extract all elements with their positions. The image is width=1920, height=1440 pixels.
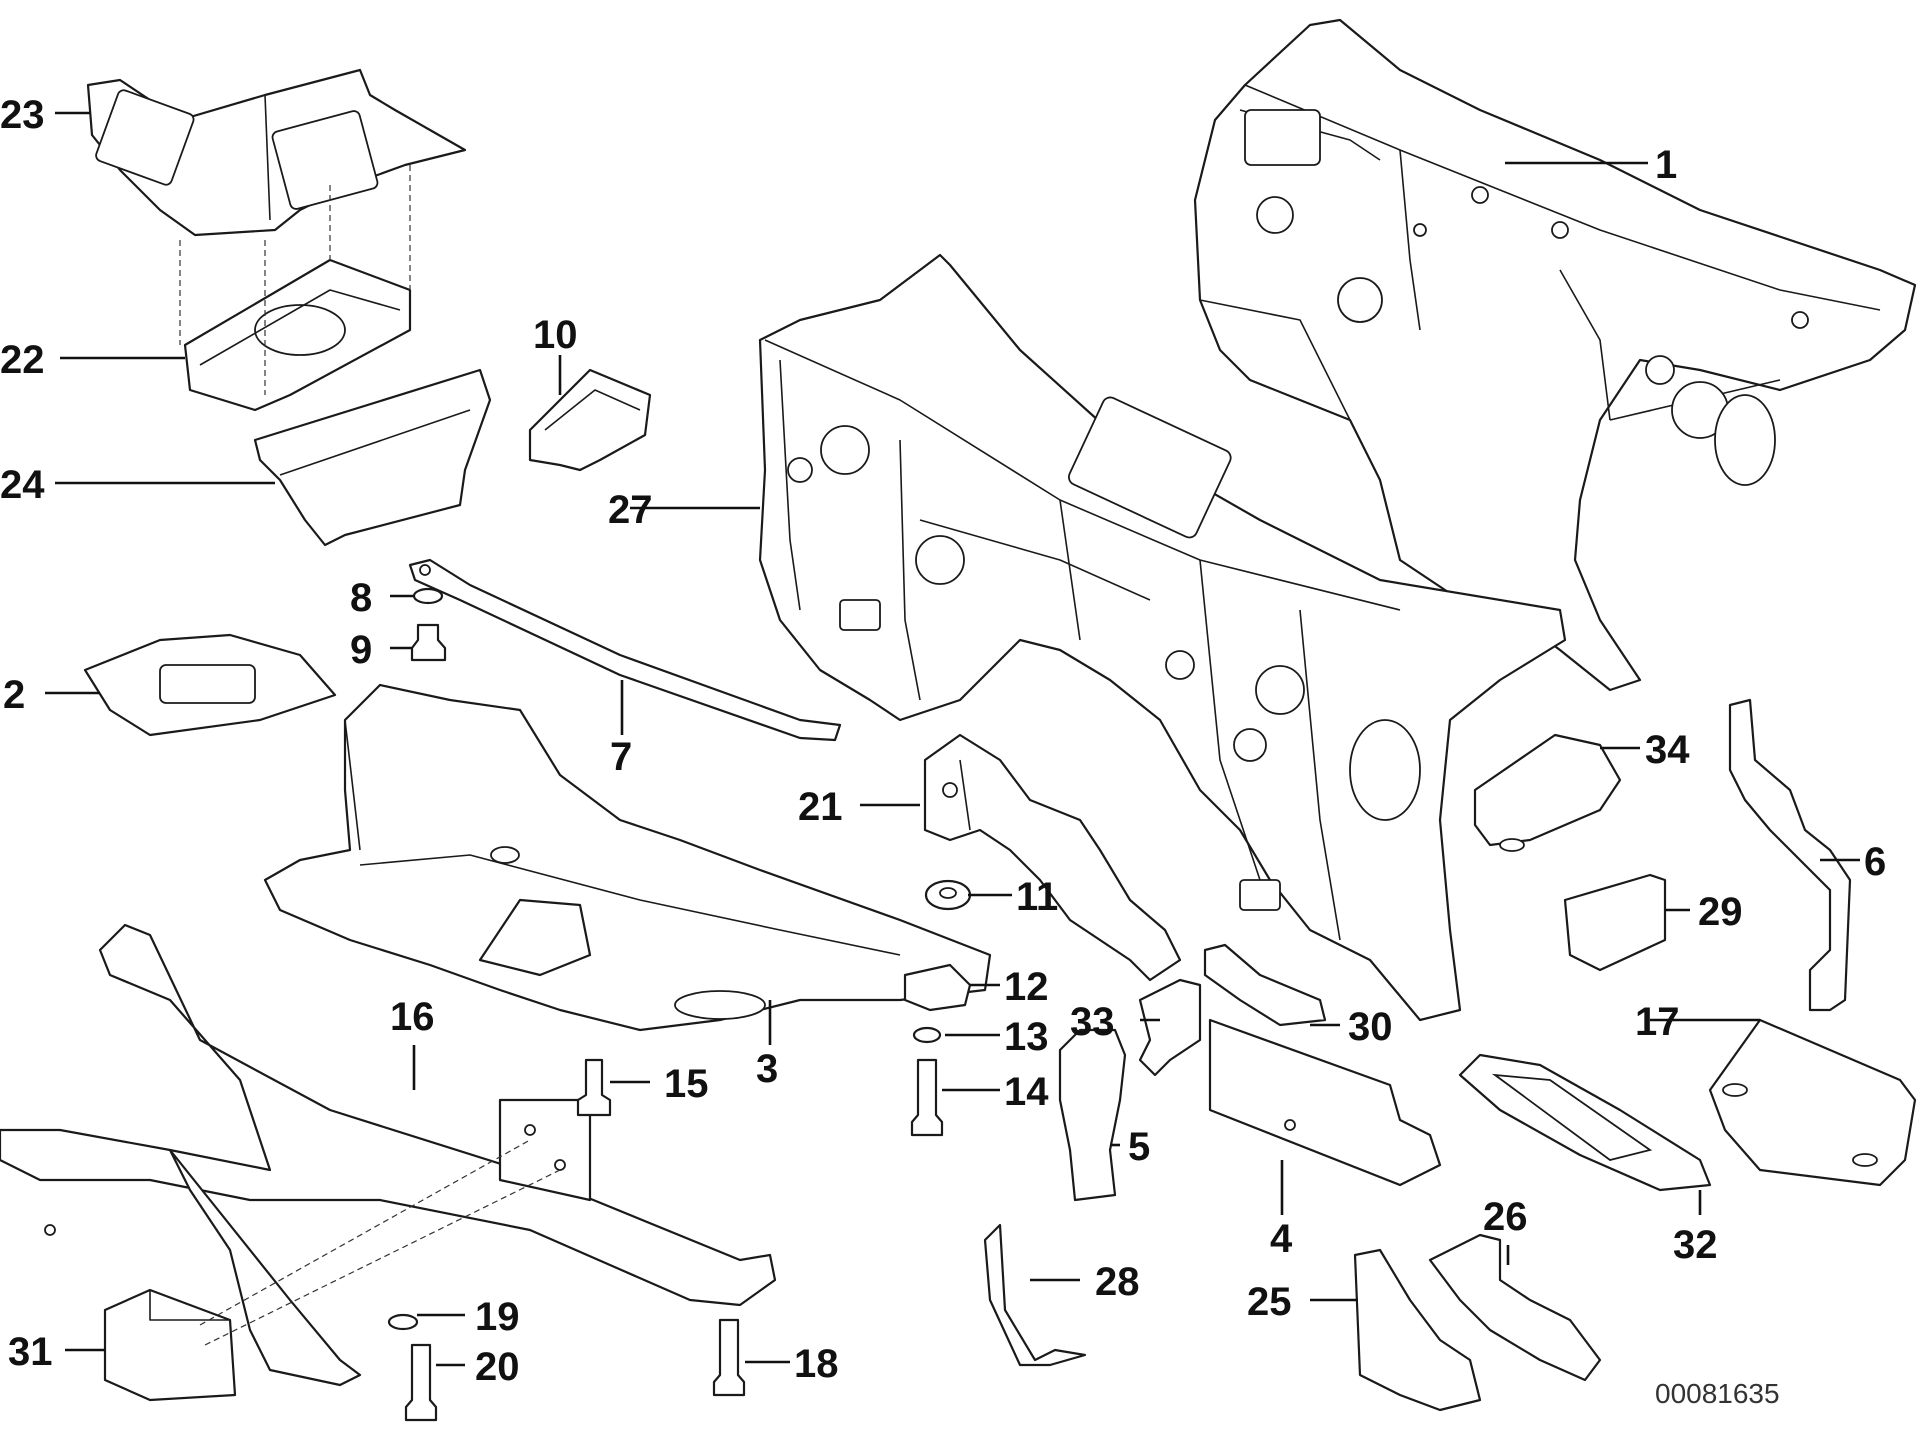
part-10-clip — [528, 368, 652, 472]
part-29-bracket — [1563, 873, 1667, 972]
callout-20: 20 — [475, 1345, 520, 1389]
part-23-bracket-upper — [86, 68, 467, 237]
callout-5: 5 — [1128, 1125, 1150, 1169]
callout-7: 7 — [610, 735, 632, 779]
callout-4: 4 — [1270, 1217, 1293, 1261]
part-9-bolt — [410, 623, 447, 662]
part-17-bracket — [1708, 1018, 1917, 1187]
reference-code: 00081635 — [1655, 1378, 1780, 1409]
part-24-cover — [253, 368, 492, 547]
callout-28: 28 — [1095, 1260, 1140, 1304]
part-8-washer — [412, 587, 444, 605]
callout-labels: 1 2 3 4 5 6 7 8 9 10 11 12 13 14 15 16 1… — [0, 93, 1886, 1389]
callout-9: 9 — [350, 628, 372, 672]
callout-1: 1 — [1655, 143, 1677, 187]
callout-2: 2 — [3, 673, 25, 717]
callout-18: 18 — [794, 1342, 839, 1386]
part-26-bracket — [1428, 1233, 1602, 1382]
part-13-washer — [912, 1026, 942, 1044]
part-28-rod — [983, 1223, 1087, 1367]
part-7-strut — [408, 558, 842, 742]
callout-17: 17 — [1635, 1000, 1680, 1044]
callout-8: 8 — [350, 576, 372, 620]
callout-10: 10 — [533, 313, 578, 357]
callout-14: 14 — [1004, 1070, 1049, 1114]
part-20-bolt — [404, 1343, 438, 1422]
part-34-bracket — [1473, 733, 1622, 852]
callout-19: 19 — [475, 1295, 520, 1339]
callout-26: 26 — [1483, 1195, 1528, 1239]
callout-15: 15 — [664, 1062, 709, 1106]
callout-12: 12 — [1004, 965, 1049, 1009]
part-15-bolt — [576, 1058, 612, 1117]
part-2-pan — [83, 633, 337, 737]
part-1-bulkhead-upper — [1193, 18, 1917, 692]
part-3-floor-panel — [263, 683, 992, 1032]
part-30-bracket — [1203, 943, 1327, 1027]
part-25-bracket — [1353, 1248, 1482, 1412]
leader-lines — [45, 111, 1860, 1367]
callout-34: 34 — [1645, 728, 1690, 772]
callout-11: 11 — [1016, 875, 1058, 919]
callout-21: 21 — [798, 785, 843, 829]
part-12-mount — [903, 963, 972, 1012]
part-19-washer — [387, 1313, 419, 1331]
callout-33: 33 — [1070, 1000, 1115, 1044]
part-32-bracket — [1458, 1053, 1712, 1192]
callout-31: 31 — [8, 1330, 53, 1374]
part-5-duct — [1058, 1028, 1127, 1202]
callout-23: 23 — [0, 93, 45, 137]
callout-30: 30 — [1348, 1005, 1393, 1049]
part-6-strip — [1728, 698, 1852, 1012]
part-16-subframe — [0, 923, 777, 1387]
part-22-plate — [183, 258, 412, 412]
alignment-lines — [179, 165, 561, 1346]
callout-27: 27 — [608, 488, 653, 532]
part-14-bolt — [910, 1058, 944, 1137]
callout-25: 25 — [1247, 1280, 1292, 1324]
callout-22: 22 — [0, 338, 45, 382]
callout-3: 3 — [756, 1047, 778, 1091]
callout-24: 24 — [0, 463, 45, 507]
callout-32: 32 — [1673, 1223, 1718, 1267]
part-21-bracket — [923, 733, 1182, 982]
callout-16: 16 — [390, 995, 435, 1039]
part-31-block — [103, 1288, 237, 1402]
part-11-nut — [924, 879, 972, 911]
callout-29: 29 — [1698, 890, 1743, 934]
part-33-bracket — [1138, 978, 1202, 1077]
callout-6: 6 — [1864, 840, 1886, 884]
part-18-bolt — [712, 1318, 746, 1397]
callout-13: 13 — [1004, 1015, 1049, 1059]
part-4-panel — [1208, 1018, 1442, 1187]
part-27-firewall — [758, 253, 1567, 1022]
